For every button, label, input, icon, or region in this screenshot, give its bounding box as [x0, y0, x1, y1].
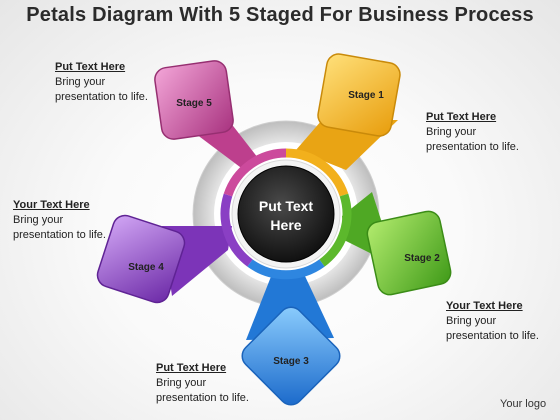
text-block-body-line2: presentation to life. — [426, 141, 519, 153]
stage-4-label: Stage 4 — [128, 262, 164, 273]
center-text-line1: Put Text — [259, 198, 314, 214]
text-block-body-line1: Bring your — [13, 214, 64, 226]
text-block-body-line1: Bring your — [156, 377, 207, 389]
text-block-heading: Put Text Here — [426, 111, 497, 123]
text-block-top-left: Put Text Here Bring your presentation to… — [55, 60, 148, 105]
text-block-heading: Your Text Here — [446, 300, 523, 312]
petal-stage-3 — [241, 274, 341, 406]
text-block-top-right: Put Text Here Bring your presentation to… — [426, 110, 519, 155]
diagram-title: Petals Diagram With 5 Staged For Busines… — [26, 4, 534, 26]
stage-3-label: Stage 3 — [273, 356, 309, 367]
text-block-bottom: Put Text Here Bring your presentation to… — [156, 361, 249, 406]
text-block-heading: Your Text Here — [13, 199, 90, 211]
text-block-body-line1: Bring your — [426, 126, 477, 138]
center-text-line2: Here — [270, 217, 301, 233]
text-block-body-line2: presentation to life. — [13, 229, 106, 241]
text-block-right: Your Text Here Bring your presentation t… — [446, 299, 539, 344]
text-block-heading: Put Text Here — [156, 362, 227, 374]
stage-1-label: Stage 1 — [348, 90, 384, 101]
text-block-body-line1: Bring your — [55, 76, 106, 88]
text-block-left: Your Text Here Bring your presentation t… — [13, 198, 106, 243]
text-block-body-line2: presentation to life. — [446, 330, 539, 342]
text-block-body-line1: Bring your — [446, 315, 497, 327]
text-block-body-line2: presentation to life. — [156, 392, 249, 404]
petal-stage-1 — [296, 53, 401, 170]
petal-stage-2 — [342, 192, 452, 296]
text-block-heading: Put Text Here — [55, 61, 126, 73]
stage-5-label: Stage 5 — [176, 98, 212, 109]
center-hub — [237, 165, 335, 263]
inner-color-ring — [220, 148, 352, 280]
petal-stage-5 — [154, 60, 258, 170]
petal-stage-4 — [96, 214, 232, 304]
stage-2-label: Stage 2 — [404, 253, 440, 264]
logo-placeholder: Your logo — [500, 398, 547, 410]
text-block-body-line2: presentation to life. — [55, 91, 148, 103]
